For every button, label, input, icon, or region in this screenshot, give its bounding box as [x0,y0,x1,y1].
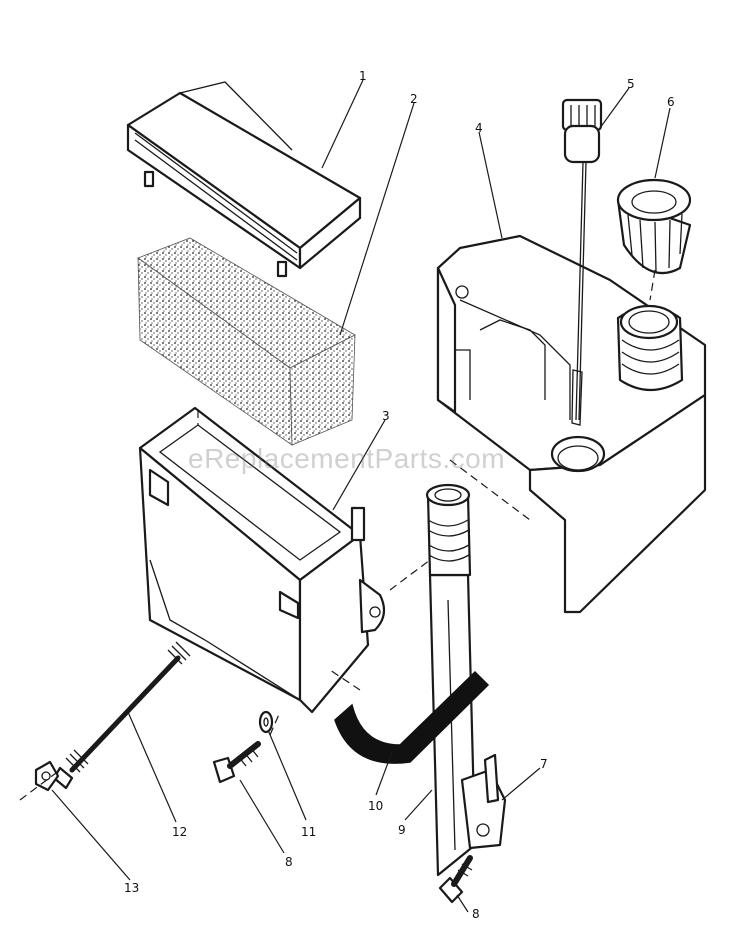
callout-6: 6 [667,95,675,109]
callout-12: 12 [172,825,187,839]
callout-8-left: 8 [285,855,293,869]
nut [34,760,60,792]
watermark: eReplacementParts.com [188,443,506,474]
assembly-lines [19,269,656,801]
callout-1: 1 [359,69,367,83]
leader-lines [51,79,671,913]
callout-4: 4 [475,121,483,135]
callout-9: 9 [398,823,406,837]
air-cleaner-body [138,406,386,714]
callout-2: 2 [410,92,418,106]
fuel-cap [616,178,692,275]
callout-7: 7 [540,757,548,771]
hose [334,670,490,764]
callout-10: 10 [368,799,383,813]
foam-element [137,237,356,446]
screw-left [212,741,261,784]
air-cleaner-cover [126,81,362,278]
callout-11: 11 [301,825,316,839]
callout-5: 5 [627,77,635,91]
screw-bottom [438,855,473,904]
long-bolt [52,641,191,790]
dipstick [561,98,603,426]
callout-13: 13 [124,881,139,895]
callout-8-bottom: 8 [472,907,480,921]
washer [258,710,274,734]
bracket [460,753,507,850]
callout-3: 3 [382,409,390,423]
fuel-tank [436,234,707,614]
